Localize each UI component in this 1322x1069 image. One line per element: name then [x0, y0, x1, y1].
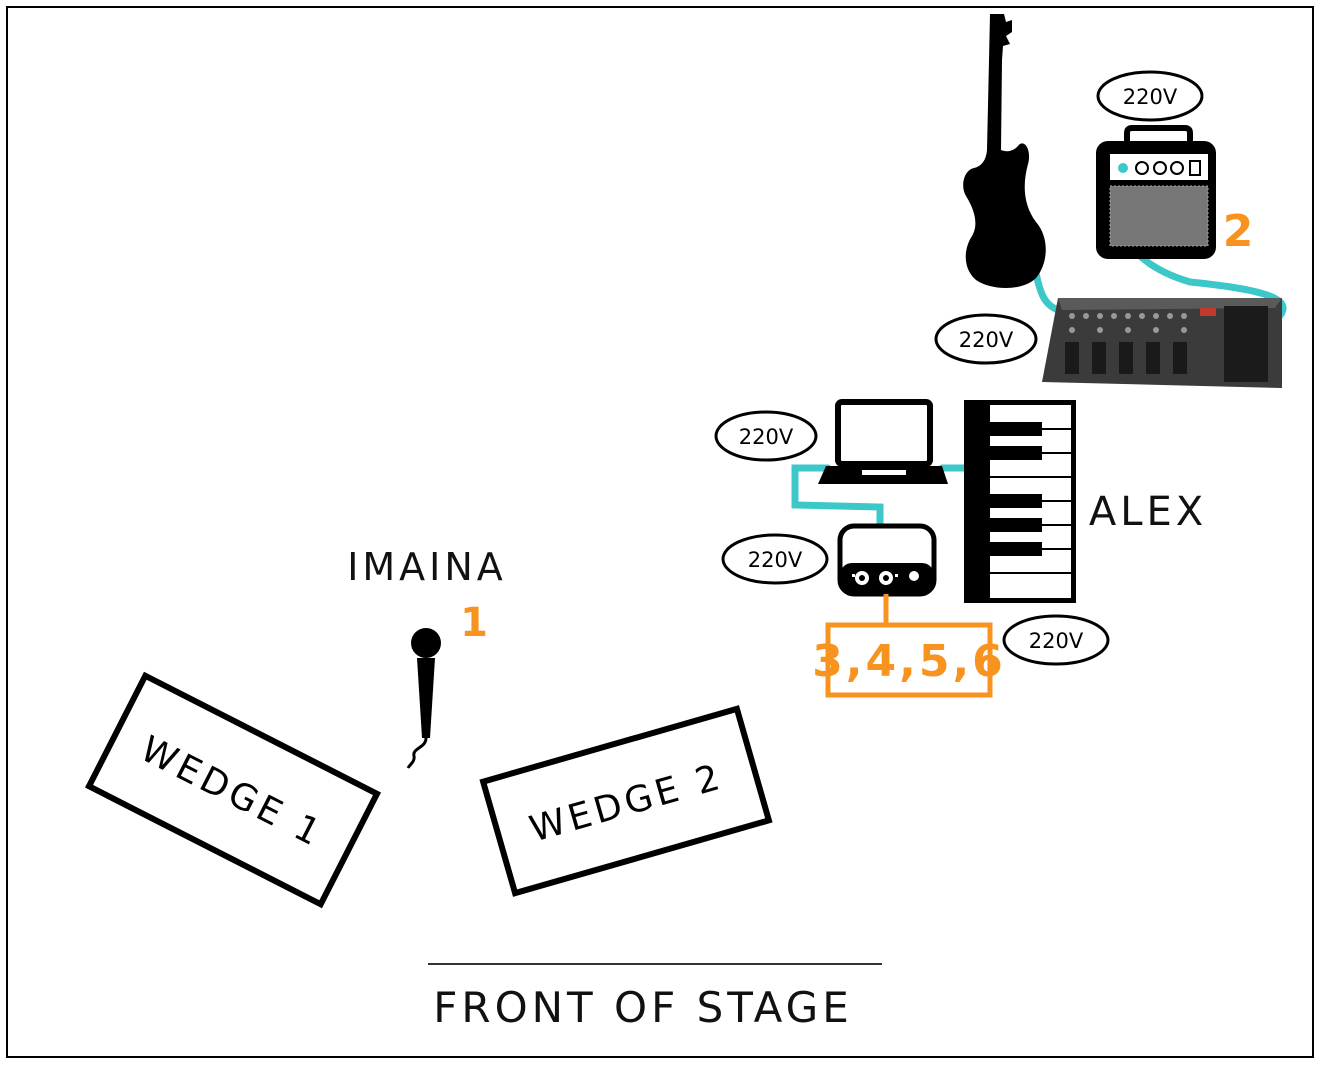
channel-interface: 3,4,5,6 — [812, 636, 1006, 687]
laptop-icon — [818, 399, 948, 484]
power-label-pedalboard: 220V — [959, 328, 1014, 352]
performer-name-vocalist: IMAINA — [347, 545, 507, 589]
guitar-amp-icon — [1096, 125, 1216, 259]
microphone-icon — [406, 628, 441, 769]
power-label-keyboard: 220V — [1029, 629, 1084, 653]
power-label-laptop: 220V — [739, 425, 794, 449]
front-of-stage-label: FRONT OF STAGE — [433, 983, 853, 1032]
interface-channel-box — [825, 622, 993, 698]
channel-guitar-amp: 2 — [1223, 206, 1254, 257]
wedge-2: WEDGE 2 — [479, 705, 773, 897]
audio-interface-icon — [837, 523, 937, 597]
power-badge-keyboard: 220V — [1002, 614, 1110, 666]
power-badge-interface: 220V — [721, 533, 829, 585]
performer-name-keys: ALEX — [1089, 489, 1207, 535]
electric-guitar-icon — [963, 14, 1046, 288]
keyboard-icon — [964, 400, 1076, 603]
power-badge-amp: 220V — [1096, 70, 1204, 122]
power-badge-laptop: 220V — [714, 410, 818, 462]
page-border — [6, 6, 1314, 1058]
multi-effects-pedal-icon — [1042, 298, 1282, 388]
power-label-interface: 220V — [748, 548, 803, 572]
power-badge-pedalboard: 220V — [934, 313, 1038, 365]
channel-vocal: 1 — [460, 600, 488, 646]
laptop-interface-cable — [791, 464, 884, 529]
power-label-amp: 220V — [1123, 85, 1178, 109]
